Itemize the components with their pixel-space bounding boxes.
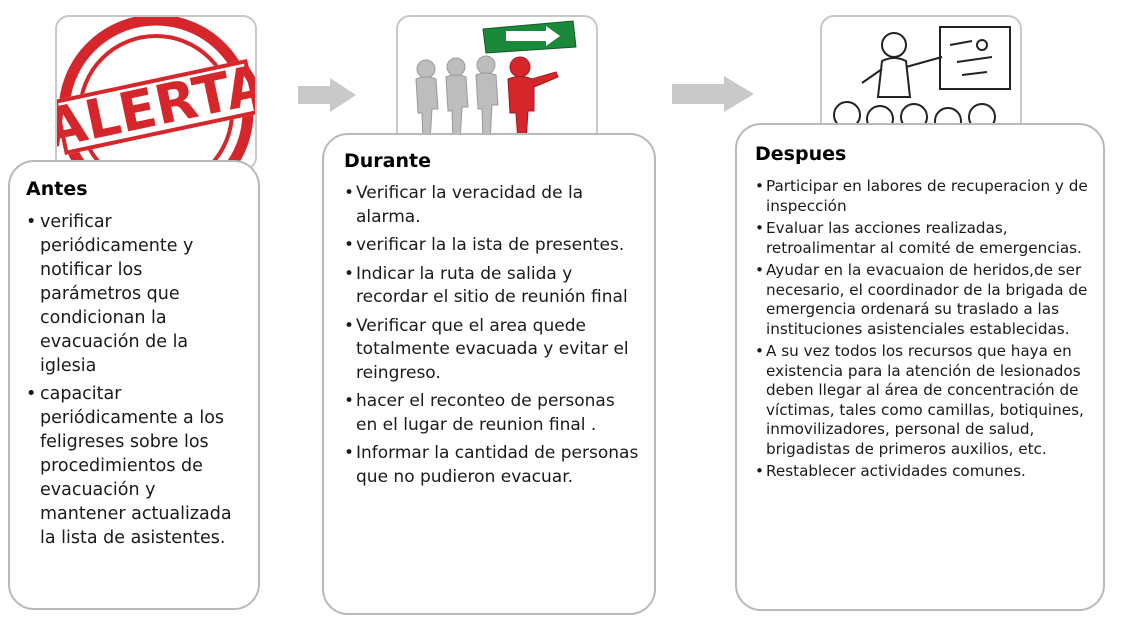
stage-list-antes: verificar periódicamente y notificar los… <box>26 210 246 550</box>
list-item: Participar en labores de recuperacion y … <box>755 177 1091 216</box>
list-item: hacer el reconteo de personas en el luga… <box>344 390 640 437</box>
alert-stamp-image: ALERTA <box>55 15 257 171</box>
stage-list-despues: Participar en labores de recuperacion y … <box>755 177 1091 482</box>
stage-title-despues: Despues <box>755 143 847 165</box>
stage-card-despues: Despues Participar en labores de recuper… <box>735 123 1105 611</box>
exit-sign-icon <box>482 20 577 54</box>
stage-list-durante: Verificar la veracidad de la alarma. ver… <box>344 182 640 489</box>
list-item: verificar la la ista de presentes. <box>344 234 640 258</box>
list-item: capacitar periódicamente a los feligrese… <box>26 382 246 550</box>
list-item: Indicar la ruta de salida y recordar el … <box>344 263 640 310</box>
stage-title-durante: Durante <box>344 150 431 172</box>
evacuation-people-image <box>396 15 598 144</box>
list-item: Verificar que el area quede totalmente e… <box>344 315 640 386</box>
stage-card-antes: Antes verificar periódicamente y notific… <box>8 160 260 610</box>
flow-arrow-right-icon <box>298 78 356 112</box>
people-walking-icon <box>415 20 577 142</box>
briefing-sketch-image <box>820 15 1022 139</box>
list-item: Evaluar las acciones realizadas, retroal… <box>755 219 1091 258</box>
list-item: A su vez todos los recursos que haya en … <box>755 342 1091 459</box>
meeting-sketch-icon <box>833 26 1011 137</box>
stage-card-durante: Durante Verificar la veracidad de la ala… <box>322 133 656 615</box>
list-item: Ayudar en la evacuaion de heridos,de ser… <box>755 261 1091 339</box>
flow-arrow-right-icon <box>672 76 754 112</box>
list-item: Verificar la veracidad de la alarma. <box>344 182 640 229</box>
list-item: Informar la cantidad de personas que no … <box>344 442 640 489</box>
list-item: Restablecer actividades comunes. <box>755 462 1091 482</box>
list-item: verificar periódicamente y notificar los… <box>26 210 246 378</box>
stage-title-antes: Antes <box>26 178 88 200</box>
alert-stamp-icon: ALERTA <box>57 17 255 169</box>
